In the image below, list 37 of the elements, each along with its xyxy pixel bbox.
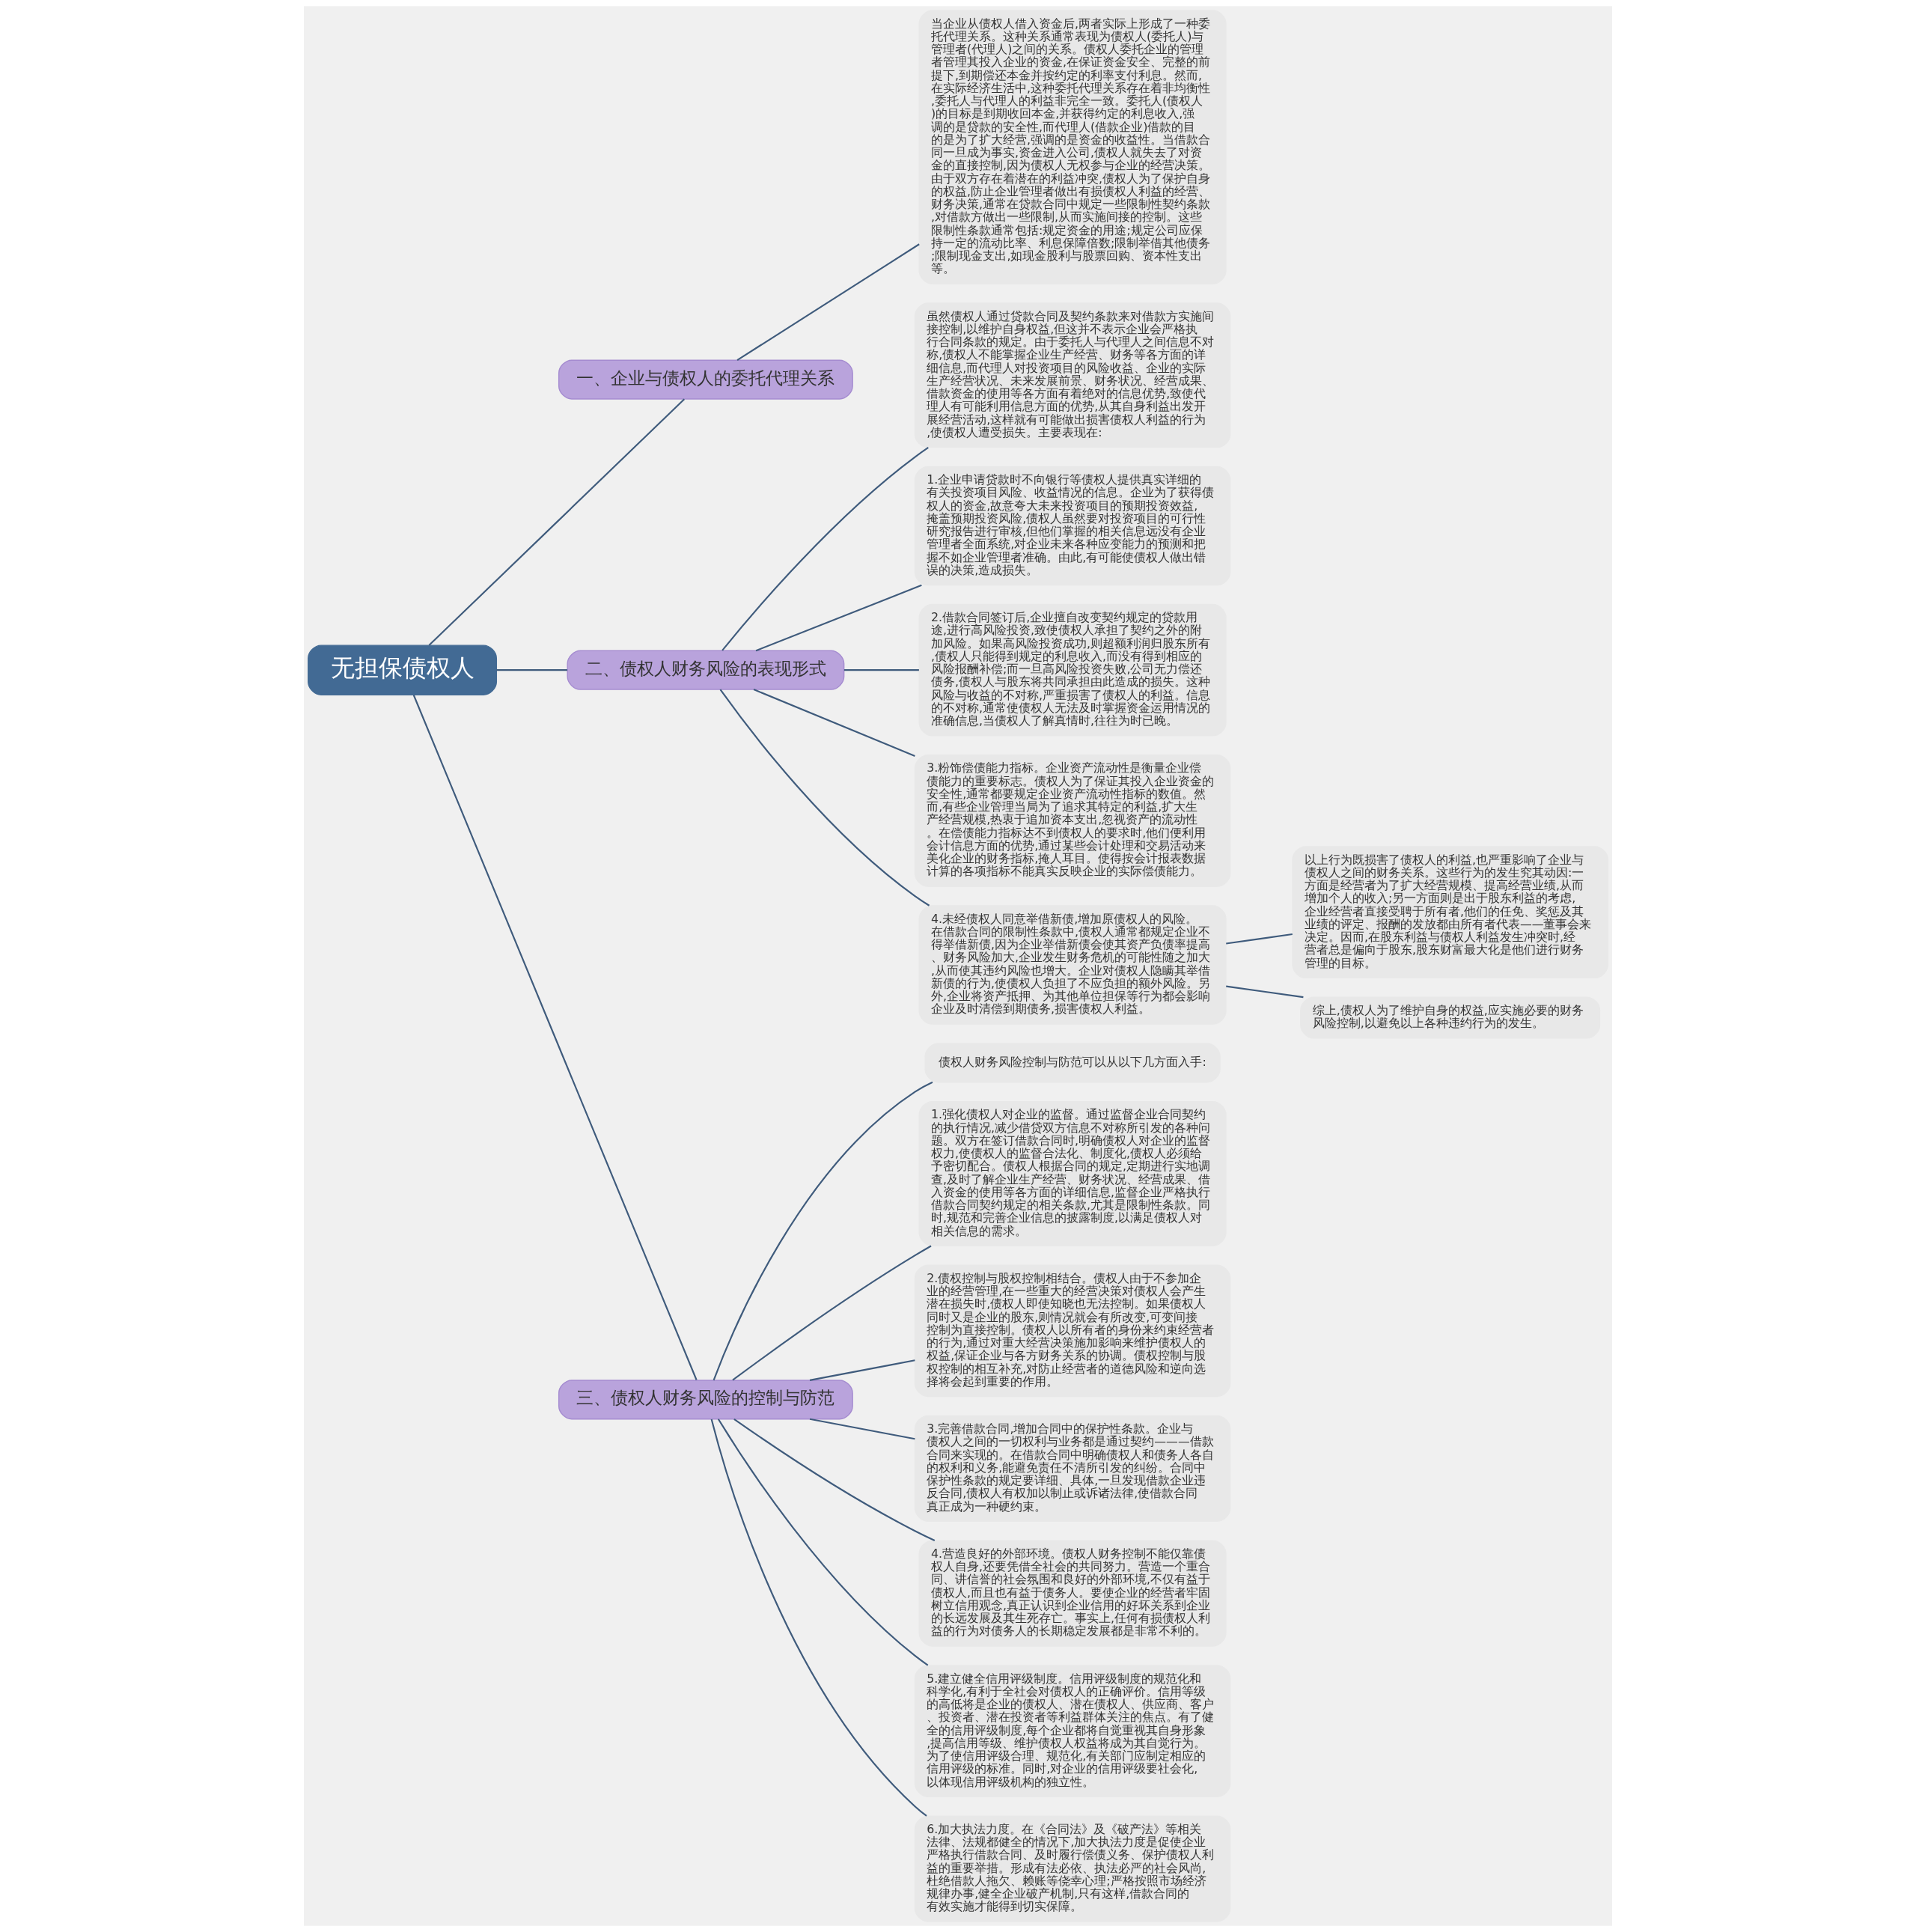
connector: [843, 669, 919, 671]
node-box: 2.借款合同签订后,企业擅自改变契约规定的贷款用途,进行高风险投资,致使债权人承担了契约之外的附加风险。如果高风险投资成功,则超额利润归股东所有,债权人只能得到规定的利息收入,而没有得到相应的风险报酬补偿;而一旦高风险投资失败,公司无力偿还债务,债权人与股东将共同承担由此造成的损失。这种风险与收益的不对称,严重损害了债权人的利益。信息的不对称,通常使债权人无法及时掌握资金运用情况的准确信息,当债权人了解真情时,往往为时已晚。: [918, 603, 1227, 737]
node-box: 二、债权人财务风险的表现形式: [567, 650, 845, 690]
node-box: 2.债权控制与股权控制相结合。债权人由于不参加企业的经营管理,在一些重大的经营决策对债权人会产生潜在损失时,债权人即使知晓也无法控制。如果债权人同时又是企业的股东,则情况就会有所改变,可变间接控制为直接控制。债权人以所有者的身份来约束经营者的行为,通过对重大经营决策施加影响来维护债权人的权益,保证企业与各方财务关系的协调。债权控制与股权控制的相互补充,对防止经营者的道德风险和逆向选择将会起到重要的作用。: [914, 1264, 1231, 1398]
node-box: 无担保债权人: [308, 644, 498, 695]
connector: [717, 1418, 929, 1666]
connector: [713, 1081, 933, 1381]
node-box: 3.粉饰偿债能力指标。企业资产流动性是衡量企业偿债能力的重要标志。债权人为了保证其投入企业资金的安全性,通常都要规定企业资产流动性指标的数值。然而,有些企业管理当局为了追求其特定的利益,扩大生产经营规模,热衷于追加资本支出,忽视资产的流动性。在偿债能力指标达不到债权人的要求时,他们便利用会计信息方面的优势,通过某些会计处理和交易活动来美化企业的财务指标,掩人耳目。使得按会计报表数据计算的各项指标不能真实反映企业的实际偿债能力。: [914, 755, 1231, 887]
node-box: 债权人财务风险控制与防范可以从以下几方面入手:: [924, 1043, 1221, 1083]
node-box: 一、企业与债权人的委托代理关系: [558, 359, 853, 400]
node-box: 虽然债权人通过贷款合同及契约条款来对借款方实施间接控制,以维护自身权益,但这并不表示企业会严格执行合同条款的规定。由于委托人与代理人之间信息不对称,债权人不能掌握企业生产经营、财务等各方面的详细信息,而代理人对投资项目的风险收益、企业的实际生产经营状况、未来发展前景、财务状况、经营成果、借款资金的使用等各方面有着绝对的信息优势,致使代理人有可能利用信息方面的优势,从其自身利益出发开展经营活动,这样就有可能做出损害债权人利益的行为,使债权人遭受损失。主要表现在:: [914, 302, 1231, 448]
connector: [732, 1245, 932, 1381]
connector: [809, 1418, 915, 1440]
connector: [1226, 933, 1293, 945]
node-box: 综上,债权人为了维护自身的权益,应实施必要的财务风险控制,以避免以上各种违约行为的发生。: [1300, 996, 1601, 1039]
connector: [733, 1418, 936, 1541]
node-box: 5.建立健全信用评级制度。信用评级制度的规范化和科学化,有利于全社会对债权人的正确评价。信用等级的高低将是企业的债权人、潜在债权人、供应商、客户、投资者、潜在投资者等利益群体关注的焦点。有了健全的信用评级制度,每个企业都将自觉重视其自身形象,提高信用等级、维护债权人权益将成为其自觉行为。为了使信用评级合理、规范化,有关部门应制定相应的信用评级的标准。同时,对企业的信用评级要社会化,以体现信用评级机构的独立性。: [914, 1665, 1231, 1797]
node-box: 4.未经债权人同意举借新债,增加原债权人的风险。在借款合同的限制性条款中,债权人通常都规定企业不得举借新债,因为企业举借新债会使其资产负债率提高、财务风险加大,企业发生财务危机的可能性随之加大,从而使其违约风险也增大。企业对债权人隐瞒其举借新债的行为,使债权人负担了不应负担的额外风险。另外,企业将资产抵押、为其他单位担保等行为都会影响企业及时清偿到期债务,损害债权人利益。: [918, 905, 1227, 1025]
node-box: 4.营造良好的外部环境。债权人财务控制不能仅靠债权人自身,还要凭借全社会的共同努力。营造一个重合同、讲信誉的社会氛围和良好的外部环境,不仅有益于债权人,而且也有益于债务人。要使企业的经营者牢固树立信用观念,真正认识到企业信用的好坏关系到企业的长远发展及其生死存亡。事实上,任何有损债权人利益的行为对债务人的长期稳定发展都是非常不利的。: [918, 1540, 1227, 1647]
connector: [809, 1359, 915, 1381]
node-box: 三、债权人财务风险的控制与防范: [558, 1380, 853, 1420]
node-box: 1.强化债权人对企业的监督。通过监督企业合同契约的执行情况,减少借贷双方信息不对称所引发的各种问题。双方在签订借款合同时,明确债权人对企业的监督权力,使债权人的监督合法化、制度化,债权人必须给予密切配合。债权人根据合同的规定,定期进行实地调查,及时了解企业生产经营、财务状况、经营成果、借入资金的使用等各方面的详细信息,监督企业严格执行借款合同契约规定的相关条款,尤其是限制性条款。同时,规范和完善企业信息的披露制度,以满足债权人对相关信息的需求。: [918, 1100, 1227, 1246]
connector: [496, 669, 567, 671]
connector: [710, 1418, 927, 1817]
connector: [719, 689, 930, 906]
node-box: 3.完善借款合同,增加合同中的保护性条款。企业与债权人之间的一切权利与业务都是通过契约———借款合同来实现的。在借款合同中明确债权人和债务人各自的权利和义务,能避免责任不清所引发的纠纷。合同中保护性条款的规定要详细、具体,一旦发现借款企业违反合同,债权人有权加以制止或诉诸法律,使借款合同真正成为一种硬约束。: [914, 1415, 1231, 1522]
node-box: 当企业从债权人借入资金后,两者实际上形成了一种委托代理关系。这种关系通常表现为债权人(委托人)与管理者(代理人)之间的关系。债权人委托企业的管理者管理其投入企业的资金,在保证资金安全、完整的前提下,到期偿还本金并按约定的利率支付利息。然而,在实际经济生活中,这种委托代理关系存在着非均衡性,委托人与代理人的利益非完全一致。委托人(债权人)的目标是到期收回本金,并获得约定的利息收入,强调的是贷款的安全性,而代理人(借款企业)借款的目的是为了扩大经营,强调的是资金的收益性。当借款合同一旦成为事实,资金进入公司,债权人就失去了对资金的直接控制,因为债权人无权参与企业的经营决策。由于双方存在着潜在的利益冲突,债权人为了保护自身的权益,防止企业管理者做出有损债权人利益的经营、财务决策,通常在贷款合同中规定一些限制性契约条款,对借款方做出一些限制,从而实施间接的控制。这些限制性条款通常包括:规定资金的用途;规定公司应保持一定的流动比率、利息保障倍数;限制举借其他债务;限制现金支出,如现金股利与股票回购、资本性支出等。: [918, 10, 1227, 284]
node-box: 1.企业申请贷款时不向银行等债权人提供真实详细的有关投资项目风险、收益情况的信息。企业为了获得债权人的资金,故意夸大未来投资项目的预期投资效益,掩盖预期投资风险,债权人虽然要对投资项目的可行性研究报告进行审核,但他们掌握的相关信息远没有企业管理者全面系统,对企业未来各种应变能力的预测和把握不如企业管理者准确。由此,有可能使债权人做出错误的决策,造成损失。: [914, 466, 1231, 586]
node-box: 以上行为既损害了债权人的利益,也严重影响了企业与债权人之间的财务关系。这些行为的发生究其动因:一方面是经营者为了扩大经营规模、提高经营业绩,从而增加个人的收入;另一方面则是出于股东利益的考虑,企业经营者直接受聘于所有者,他们的任免、奖惩及其业绩的评定、报酬的发放都由所有者代表——董事会来决定。因而,在股东利益与债权人利益发生冲突时,经营者总是偏向于股东,股东财富最大化是他们进行财务管理的目标。: [1292, 846, 1608, 979]
connector: [755, 584, 922, 652]
connector: [1226, 985, 1304, 999]
connector: [412, 695, 698, 1380]
connector: [753, 689, 915, 757]
connector: [428, 398, 686, 646]
connector: [721, 447, 929, 651]
node-box: 6.加大执法力度。在《合同法》及《破产法》等相关法律、法规都健全的情况下,加大执法力度是促使企业严格执行借款合同、及时履行偿债义务、保护债权人利益的重要举措。形成有法必依、执法必严的社会风尚,杜绝借款人拖欠、赖账等侥幸心理;严格按照市场经济规律办事,健全企业破产机制,只有这样,借款合同的有效实施才能得到切实保障。: [914, 1815, 1231, 1922]
connector: [736, 243, 920, 362]
